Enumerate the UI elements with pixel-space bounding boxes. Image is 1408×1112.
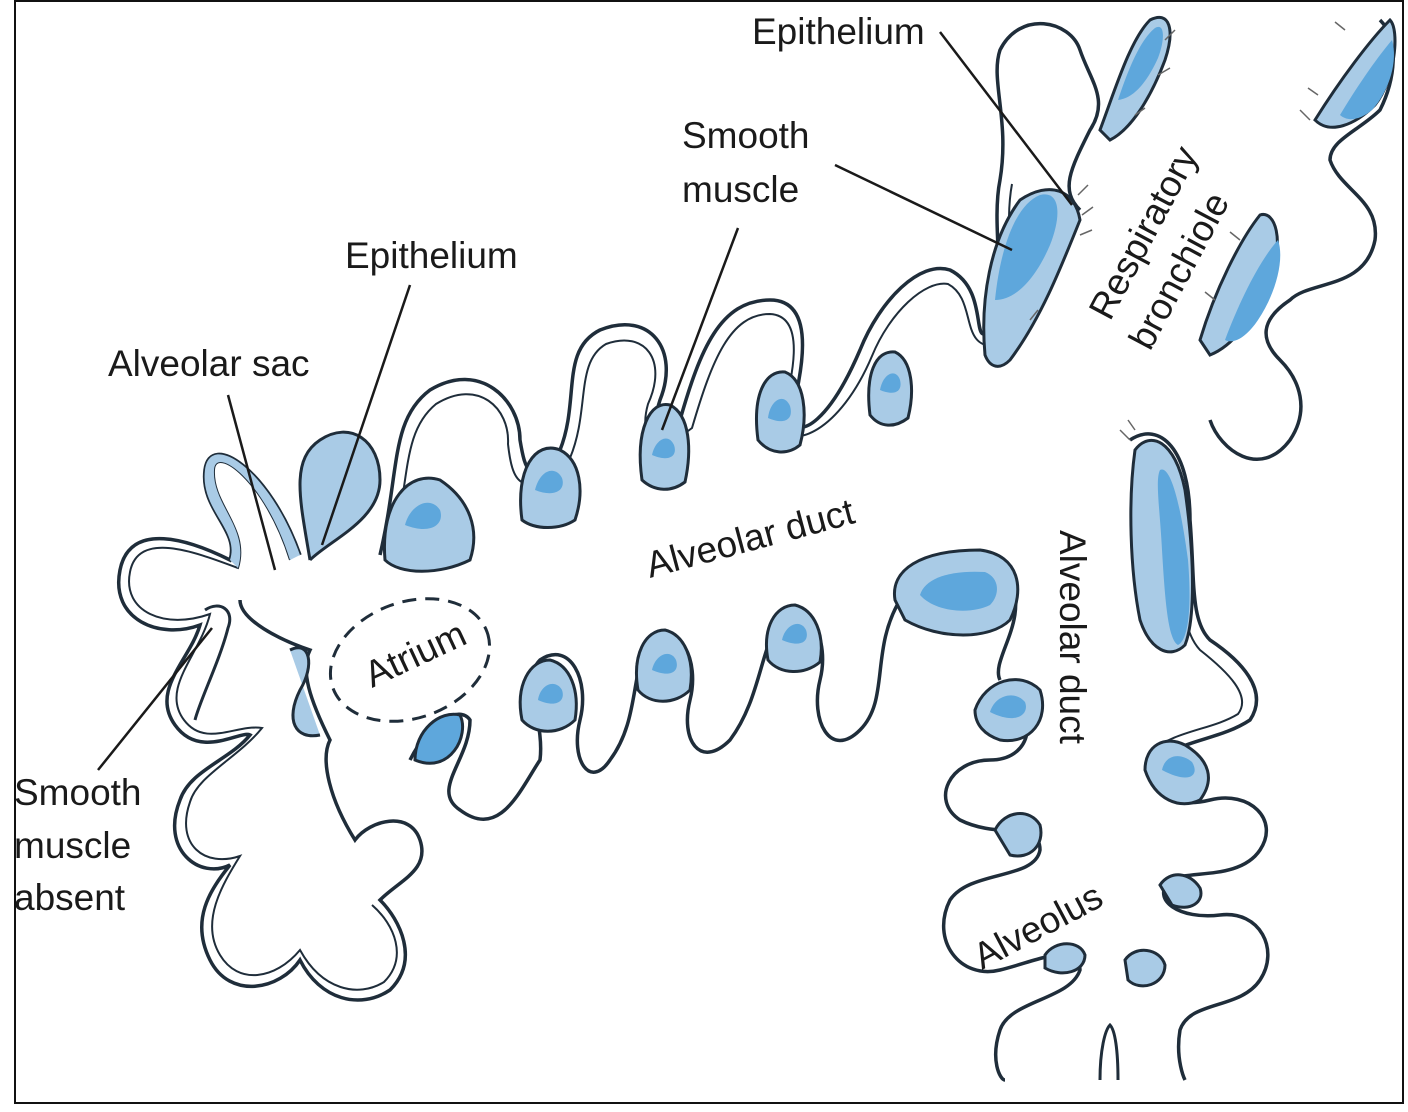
figure-frame <box>14 0 1404 1104</box>
